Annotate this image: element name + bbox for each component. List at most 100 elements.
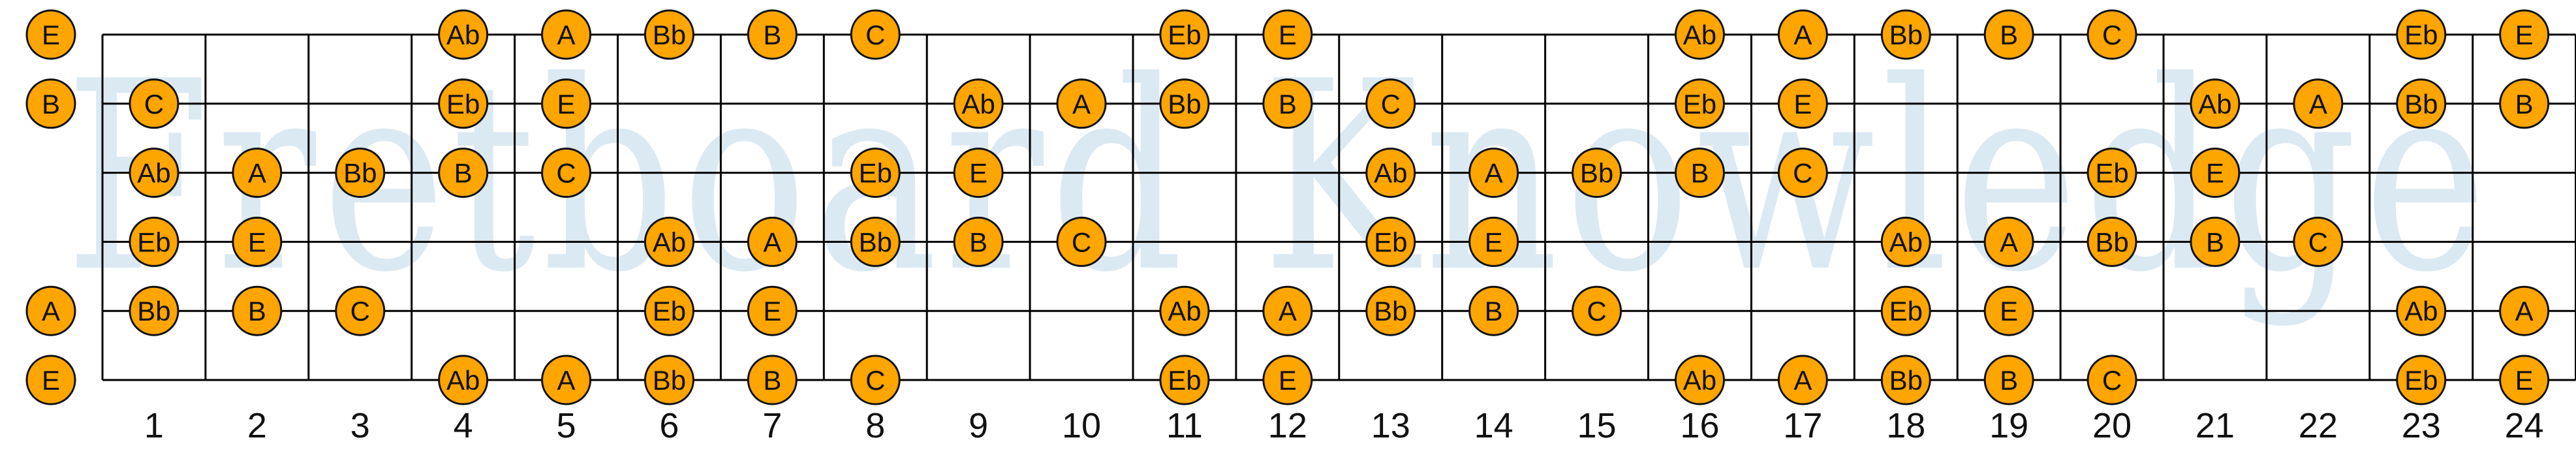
note-label: B bbox=[2000, 20, 2018, 50]
note-marker: E bbox=[1777, 78, 1828, 129]
note-marker: A bbox=[1983, 216, 2034, 267]
note-circle bbox=[232, 148, 283, 198]
note-circle bbox=[1056, 78, 1107, 129]
note-marker: A bbox=[1777, 9, 1828, 60]
note-marker: A bbox=[2293, 78, 2344, 129]
note-label: C bbox=[2308, 227, 2328, 257]
note-marker: C bbox=[2087, 9, 2137, 60]
note-circle bbox=[1674, 355, 1725, 405]
note-circle bbox=[1468, 148, 1519, 198]
note-label: Eb bbox=[1168, 365, 1201, 396]
note-marker: E bbox=[1262, 355, 1313, 405]
note-circle bbox=[644, 216, 694, 267]
note-marker: C bbox=[1365, 78, 1416, 129]
note-marker: Eb bbox=[644, 285, 694, 336]
note-marker: A bbox=[2499, 285, 2550, 336]
note-label: E bbox=[557, 89, 576, 119]
note-label: E bbox=[969, 158, 987, 189]
note-marker: Eb bbox=[438, 78, 489, 129]
note-circle bbox=[2087, 9, 2137, 60]
note-marker: Ab bbox=[1365, 148, 1416, 198]
note-marker: Ab bbox=[1880, 216, 1931, 267]
note-marker: Eb bbox=[1880, 285, 1931, 336]
note-label: B bbox=[248, 296, 266, 326]
fret-number: 8 bbox=[865, 406, 885, 445]
note-label: A bbox=[557, 365, 576, 396]
note-circle bbox=[747, 9, 798, 60]
note-circle bbox=[232, 285, 283, 336]
note-label: Eb bbox=[137, 227, 170, 257]
note-circle bbox=[1365, 216, 1416, 267]
note-circle bbox=[541, 148, 592, 198]
note-marker: A bbox=[747, 216, 798, 267]
fret-number: 18 bbox=[1886, 406, 1925, 445]
note-label: Bb bbox=[1374, 296, 1407, 326]
note-marker: C bbox=[1777, 148, 1828, 198]
note-label: E bbox=[1279, 20, 1297, 50]
note-label: A bbox=[42, 296, 60, 326]
note-circle bbox=[1674, 9, 1725, 60]
note-circle bbox=[1262, 355, 1313, 405]
note-circle bbox=[2396, 9, 2447, 60]
note-marker: B bbox=[1674, 148, 1725, 198]
note-label: E bbox=[2515, 365, 2534, 396]
note-circle bbox=[1262, 9, 1313, 60]
note-circle bbox=[1159, 78, 1210, 129]
note-marker: Eb bbox=[129, 216, 179, 267]
note-circle bbox=[1777, 355, 1828, 405]
fret-number: 5 bbox=[557, 406, 576, 445]
note-marker: E bbox=[747, 285, 798, 336]
note-label: Bb bbox=[137, 296, 170, 326]
note-marker: Eb bbox=[1365, 216, 1416, 267]
note-label: Ab bbox=[2198, 89, 2231, 119]
note-circle bbox=[953, 216, 1004, 267]
note-circle bbox=[25, 78, 76, 129]
note-marker: E bbox=[2190, 148, 2241, 198]
note-marker: C bbox=[850, 355, 901, 405]
note-label: Eb bbox=[1168, 20, 1201, 50]
note-circle bbox=[2190, 148, 2241, 198]
note-label: Bb bbox=[2095, 227, 2128, 257]
note-circle bbox=[850, 216, 901, 267]
fret-number: 7 bbox=[762, 406, 782, 445]
note-label: B bbox=[2206, 227, 2224, 257]
note-label: Eb bbox=[859, 158, 892, 189]
note-label: Ab bbox=[446, 365, 480, 396]
note-marker: Bb bbox=[1572, 148, 1622, 198]
fret-number: 22 bbox=[2299, 406, 2338, 445]
note-marker: Bb bbox=[2087, 216, 2137, 267]
note-marker: C bbox=[335, 285, 386, 336]
note-circle bbox=[1365, 285, 1416, 336]
note-label: A bbox=[1279, 296, 1297, 326]
note-label: Bb bbox=[1580, 158, 1613, 189]
note-marker: Ab bbox=[1159, 285, 1210, 336]
note-circle bbox=[129, 285, 179, 336]
note-label: Ab bbox=[1683, 365, 1716, 396]
note-circle bbox=[541, 78, 592, 129]
note-label: E bbox=[42, 365, 60, 396]
note-circle bbox=[1159, 9, 1210, 60]
note-marker: Eb bbox=[1674, 78, 1725, 129]
note-label: Eb bbox=[2404, 365, 2438, 396]
note-circle bbox=[1880, 285, 1931, 336]
note-marker: B bbox=[1983, 9, 2034, 60]
note-marker: C bbox=[541, 148, 592, 198]
note-label: E bbox=[2515, 20, 2534, 50]
note-marker: Ab bbox=[438, 355, 489, 405]
note-circle bbox=[850, 148, 901, 198]
note-marker: B bbox=[232, 285, 283, 336]
note-circle bbox=[335, 285, 386, 336]
note-marker: A bbox=[541, 355, 592, 405]
fret-number: 4 bbox=[454, 406, 473, 445]
note-circle bbox=[232, 216, 283, 267]
note-label: A bbox=[763, 227, 781, 257]
note-marker: C bbox=[2293, 216, 2344, 267]
note-marker: Bb bbox=[1880, 9, 1931, 60]
note-circle bbox=[1262, 285, 1313, 336]
note-label: C bbox=[2102, 365, 2122, 396]
fret-number: 14 bbox=[1474, 406, 1513, 445]
note-label: A bbox=[248, 158, 266, 189]
note-label: A bbox=[1793, 365, 1812, 396]
